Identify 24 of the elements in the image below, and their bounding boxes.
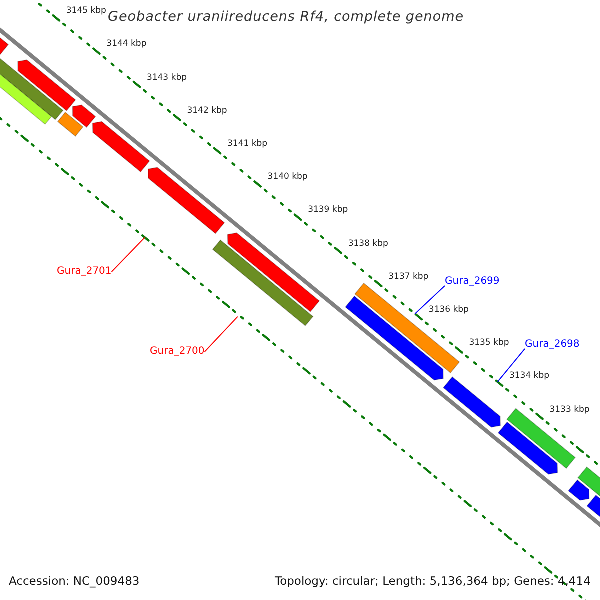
accession-note: Accession: NC_009483 [9,575,140,589]
gene-label: Gura_2701 [57,266,112,278]
scale-label: 3133 kbp [550,404,590,415]
scale-label: 3144 kbp [106,39,147,50]
leader-line [204,316,238,352]
gene-label: Gura_2698 [525,339,580,351]
scale-label: 3138 kbp [348,238,388,249]
diagram-title: Geobacter uraniireducens Rf4, complete genome [108,9,464,26]
scale-label: 3139 kbp [308,205,348,216]
scale-label: 3135 kbp [469,338,510,348]
leader-line [414,286,446,314]
scale-label: 3140 kbp [268,172,308,182]
scale-label: 3136 kbp [428,305,469,316]
genome-info-note: Topology: circular; Length: 5,136,364 bp; Genes: 4,414 [275,575,591,589]
leader-line [111,237,146,272]
scale-label: 3143 kbp [146,72,188,83]
gene-label: Gura_2700 [150,346,205,358]
leader-line [497,348,526,382]
scale-label: 3142 kbp [187,106,228,116]
scale-label: 3137 kbp [388,272,429,282]
scale-label: 3134 kbp [509,371,550,382]
gene-label: Gura_2699 [445,276,500,288]
scale-label: 3141 kbp [228,138,268,150]
scale-label: 3145 kbp [66,6,106,16]
